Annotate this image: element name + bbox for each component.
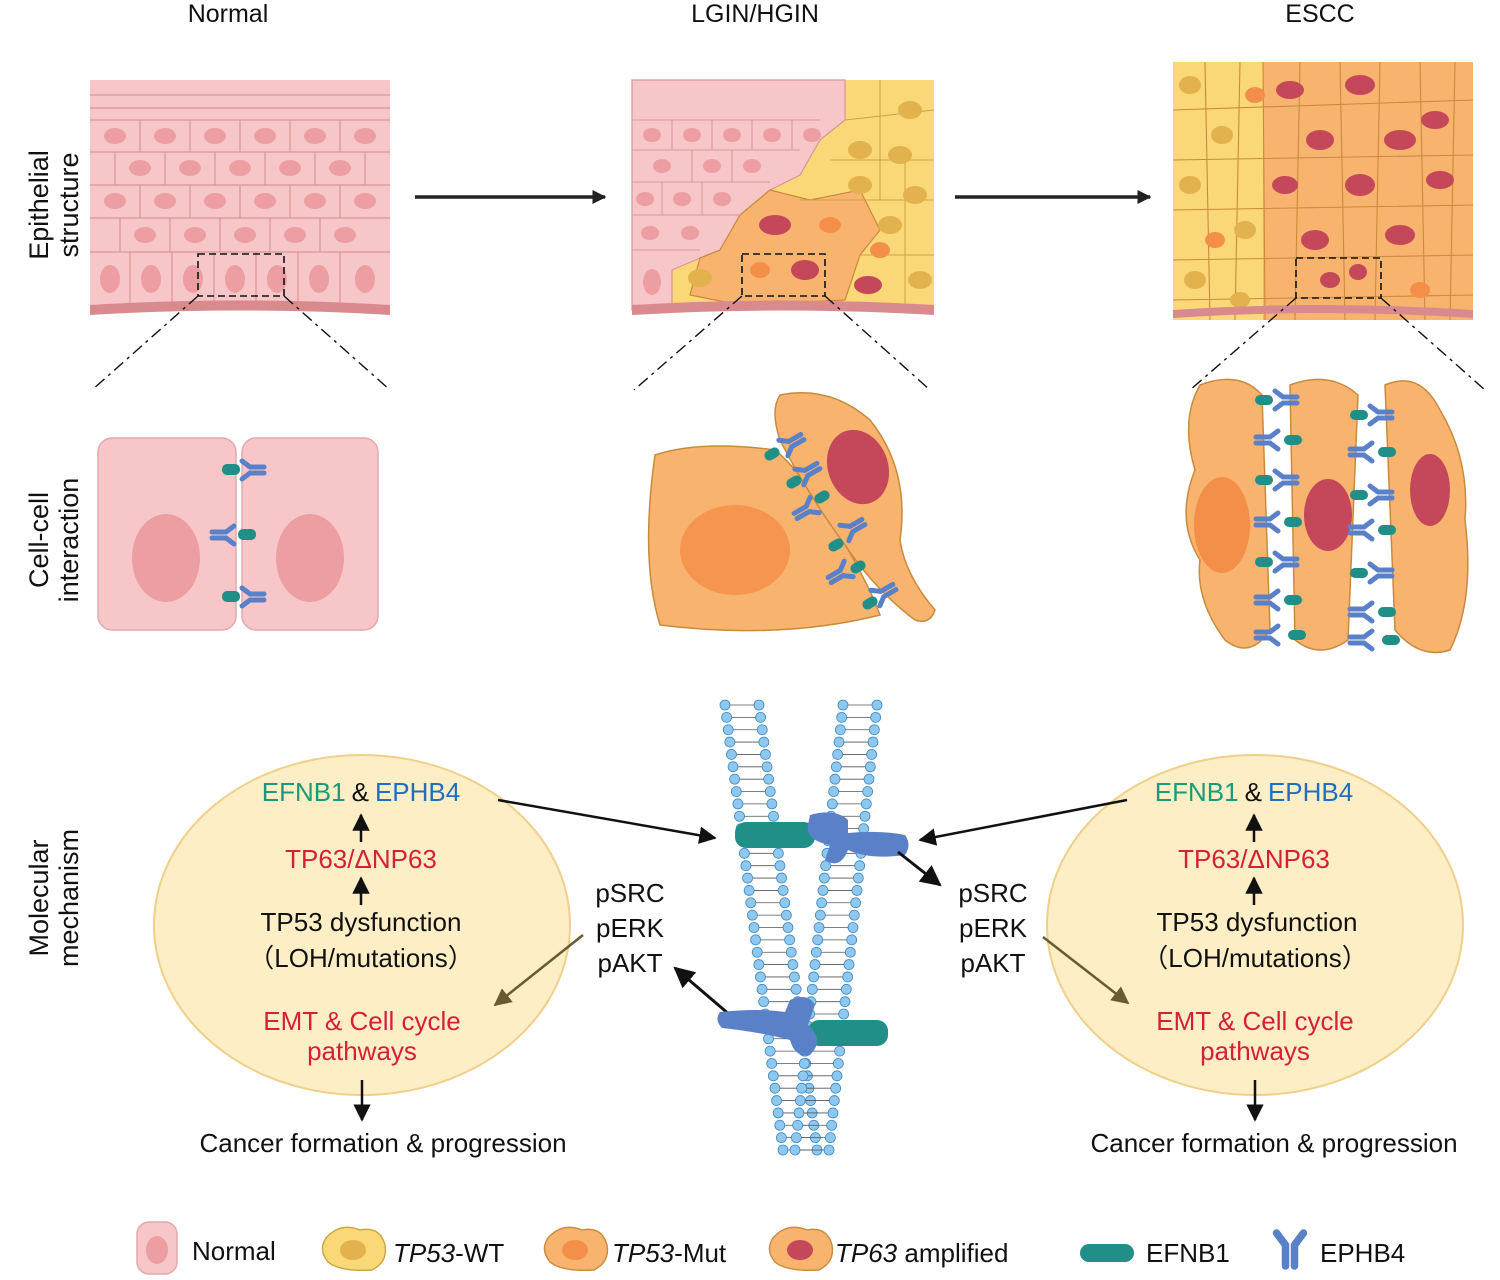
mechanism-left: EFNB1&EPHB4 TP63/ΔNP63 TP53 dysfunction … [153, 754, 571, 1122]
tp53-label: TP53 dysfunction [261, 907, 462, 937]
pathways-label: pathways [1200, 1036, 1310, 1066]
svg-text:interaction: interaction [54, 478, 84, 603]
cell-interaction-normal [97, 437, 379, 631]
svg-text:Molecular: Molecular [24, 839, 54, 956]
cell-interaction-escc [1185, 378, 1469, 654]
tp63-label: TP63/ΔNP63 [285, 844, 437, 874]
legend-tp53-mut-suffix: -Mut [674, 1238, 727, 1268]
emt-label: EMT & Cell cycle [263, 1006, 460, 1036]
efnb1-ligand-icon [222, 464, 240, 475]
outcome-right: Cancer formation & progression [1090, 1128, 1457, 1158]
gene-pair-left: EFNB1&EPHB4 [262, 777, 460, 807]
membrane-bilayer [719, 699, 883, 1156]
legend-ephb4-label: EPHB4 [1320, 1238, 1405, 1268]
legend-tp53-wt-icon [321, 1226, 387, 1272]
ephb4-label: EPHB4 [1268, 777, 1353, 807]
efnb1-ligand-icon [222, 591, 240, 602]
svg-text:TP53-Mut: TP53-Mut [612, 1238, 727, 1268]
legend-tp63-suffix: amplified [897, 1238, 1008, 1268]
stage-title-normal: Normal [188, 0, 269, 28]
epithelium-lgin [631, 79, 935, 315]
legend: Normal TP53-WT TP53-Mut TP63 amplified E… [136, 1221, 1405, 1275]
tp53-label: TP53 dysfunction [1157, 907, 1358, 937]
signal-perk-right: pERK [959, 913, 1028, 943]
signal-pakt-right: pAKT [960, 948, 1025, 978]
cell-interaction-lgin [647, 392, 936, 632]
mechanism-right: EFNB1&EPHB4 TP63/ΔNP63 TP53 dysfunction … [1046, 754, 1464, 1122]
row-label-molecular: Molecular mechanism [24, 829, 84, 967]
legend-normal-label: Normal [192, 1236, 276, 1266]
legend-tp53-mut-icon [543, 1226, 609, 1272]
svg-text:Epithelial: Epithelial [24, 150, 54, 260]
svg-text:mechanism: mechanism [54, 829, 84, 967]
stage-title-lgin-hgin: LGIN/HGIN [691, 0, 819, 28]
stage-title-escc: ESCC [1285, 0, 1354, 28]
ephb4-label: EPHB4 [375, 777, 460, 807]
arrow-icon [1042, 936, 1130, 1005]
legend-tp53-wt-suffix: -WT [455, 1238, 504, 1268]
zoom-lines [91, 295, 1486, 391]
outcome-left: Cancer formation & progression [199, 1128, 566, 1158]
loh-label: （LOH/mutations） [1142, 943, 1367, 973]
svg-text:TP63 amplified: TP63 amplified [835, 1238, 1008, 1268]
emt-label: EMT & Cell cycle [1156, 1006, 1353, 1036]
tp63-label: TP63/ΔNP63 [1178, 844, 1330, 874]
efnb1-ligand-icon [1080, 1244, 1134, 1262]
legend-tp63-amplified-icon [768, 1226, 834, 1272]
ephb4-receptor-icon [1277, 1233, 1304, 1266]
arrow-icon [897, 850, 942, 887]
arrow-icon [673, 966, 731, 1017]
efnb1-label: EFNB1 [262, 777, 346, 807]
arrow-icon [497, 798, 717, 844]
membrane-proteins [717, 812, 909, 1056]
legend-efnb1-label: EFNB1 [1146, 1238, 1230, 1268]
legend-tp53-mut-gene: TP53 [612, 1238, 675, 1268]
pathways-label: pathways [307, 1036, 417, 1066]
efnb1-label: EFNB1 [1155, 777, 1239, 807]
loh-label: （LOH/mutations） [248, 943, 473, 973]
svg-text:structure: structure [54, 152, 84, 257]
signal-pakt-left: pAKT [597, 948, 662, 978]
epithelium-escc [1172, 61, 1474, 321]
svg-text:TP53-WT: TP53-WT [393, 1238, 504, 1268]
signal-perk-left: pERK [596, 913, 665, 943]
row-label-epithelial: Epithelial structure [24, 150, 84, 260]
signal-psrc-right: pSRC [958, 878, 1027, 908]
signal-psrc-left: pSRC [595, 878, 664, 908]
arrow-icon [493, 934, 584, 1007]
arrow-icon [918, 798, 1128, 846]
legend-tp53-wt-gene: TP53 [393, 1238, 456, 1268]
epithelium-normal [90, 80, 390, 315]
efnb1-ligand-icon [238, 529, 256, 540]
gene-pair-right: EFNB1&EPHB4 [1155, 777, 1353, 807]
svg-text:Cell-cell: Cell-cell [24, 492, 54, 588]
legend-tp63-gene: TP63 [835, 1238, 898, 1268]
row-label-interaction: Cell-cell interaction [24, 478, 84, 603]
legend-normal-icon [136, 1221, 178, 1275]
